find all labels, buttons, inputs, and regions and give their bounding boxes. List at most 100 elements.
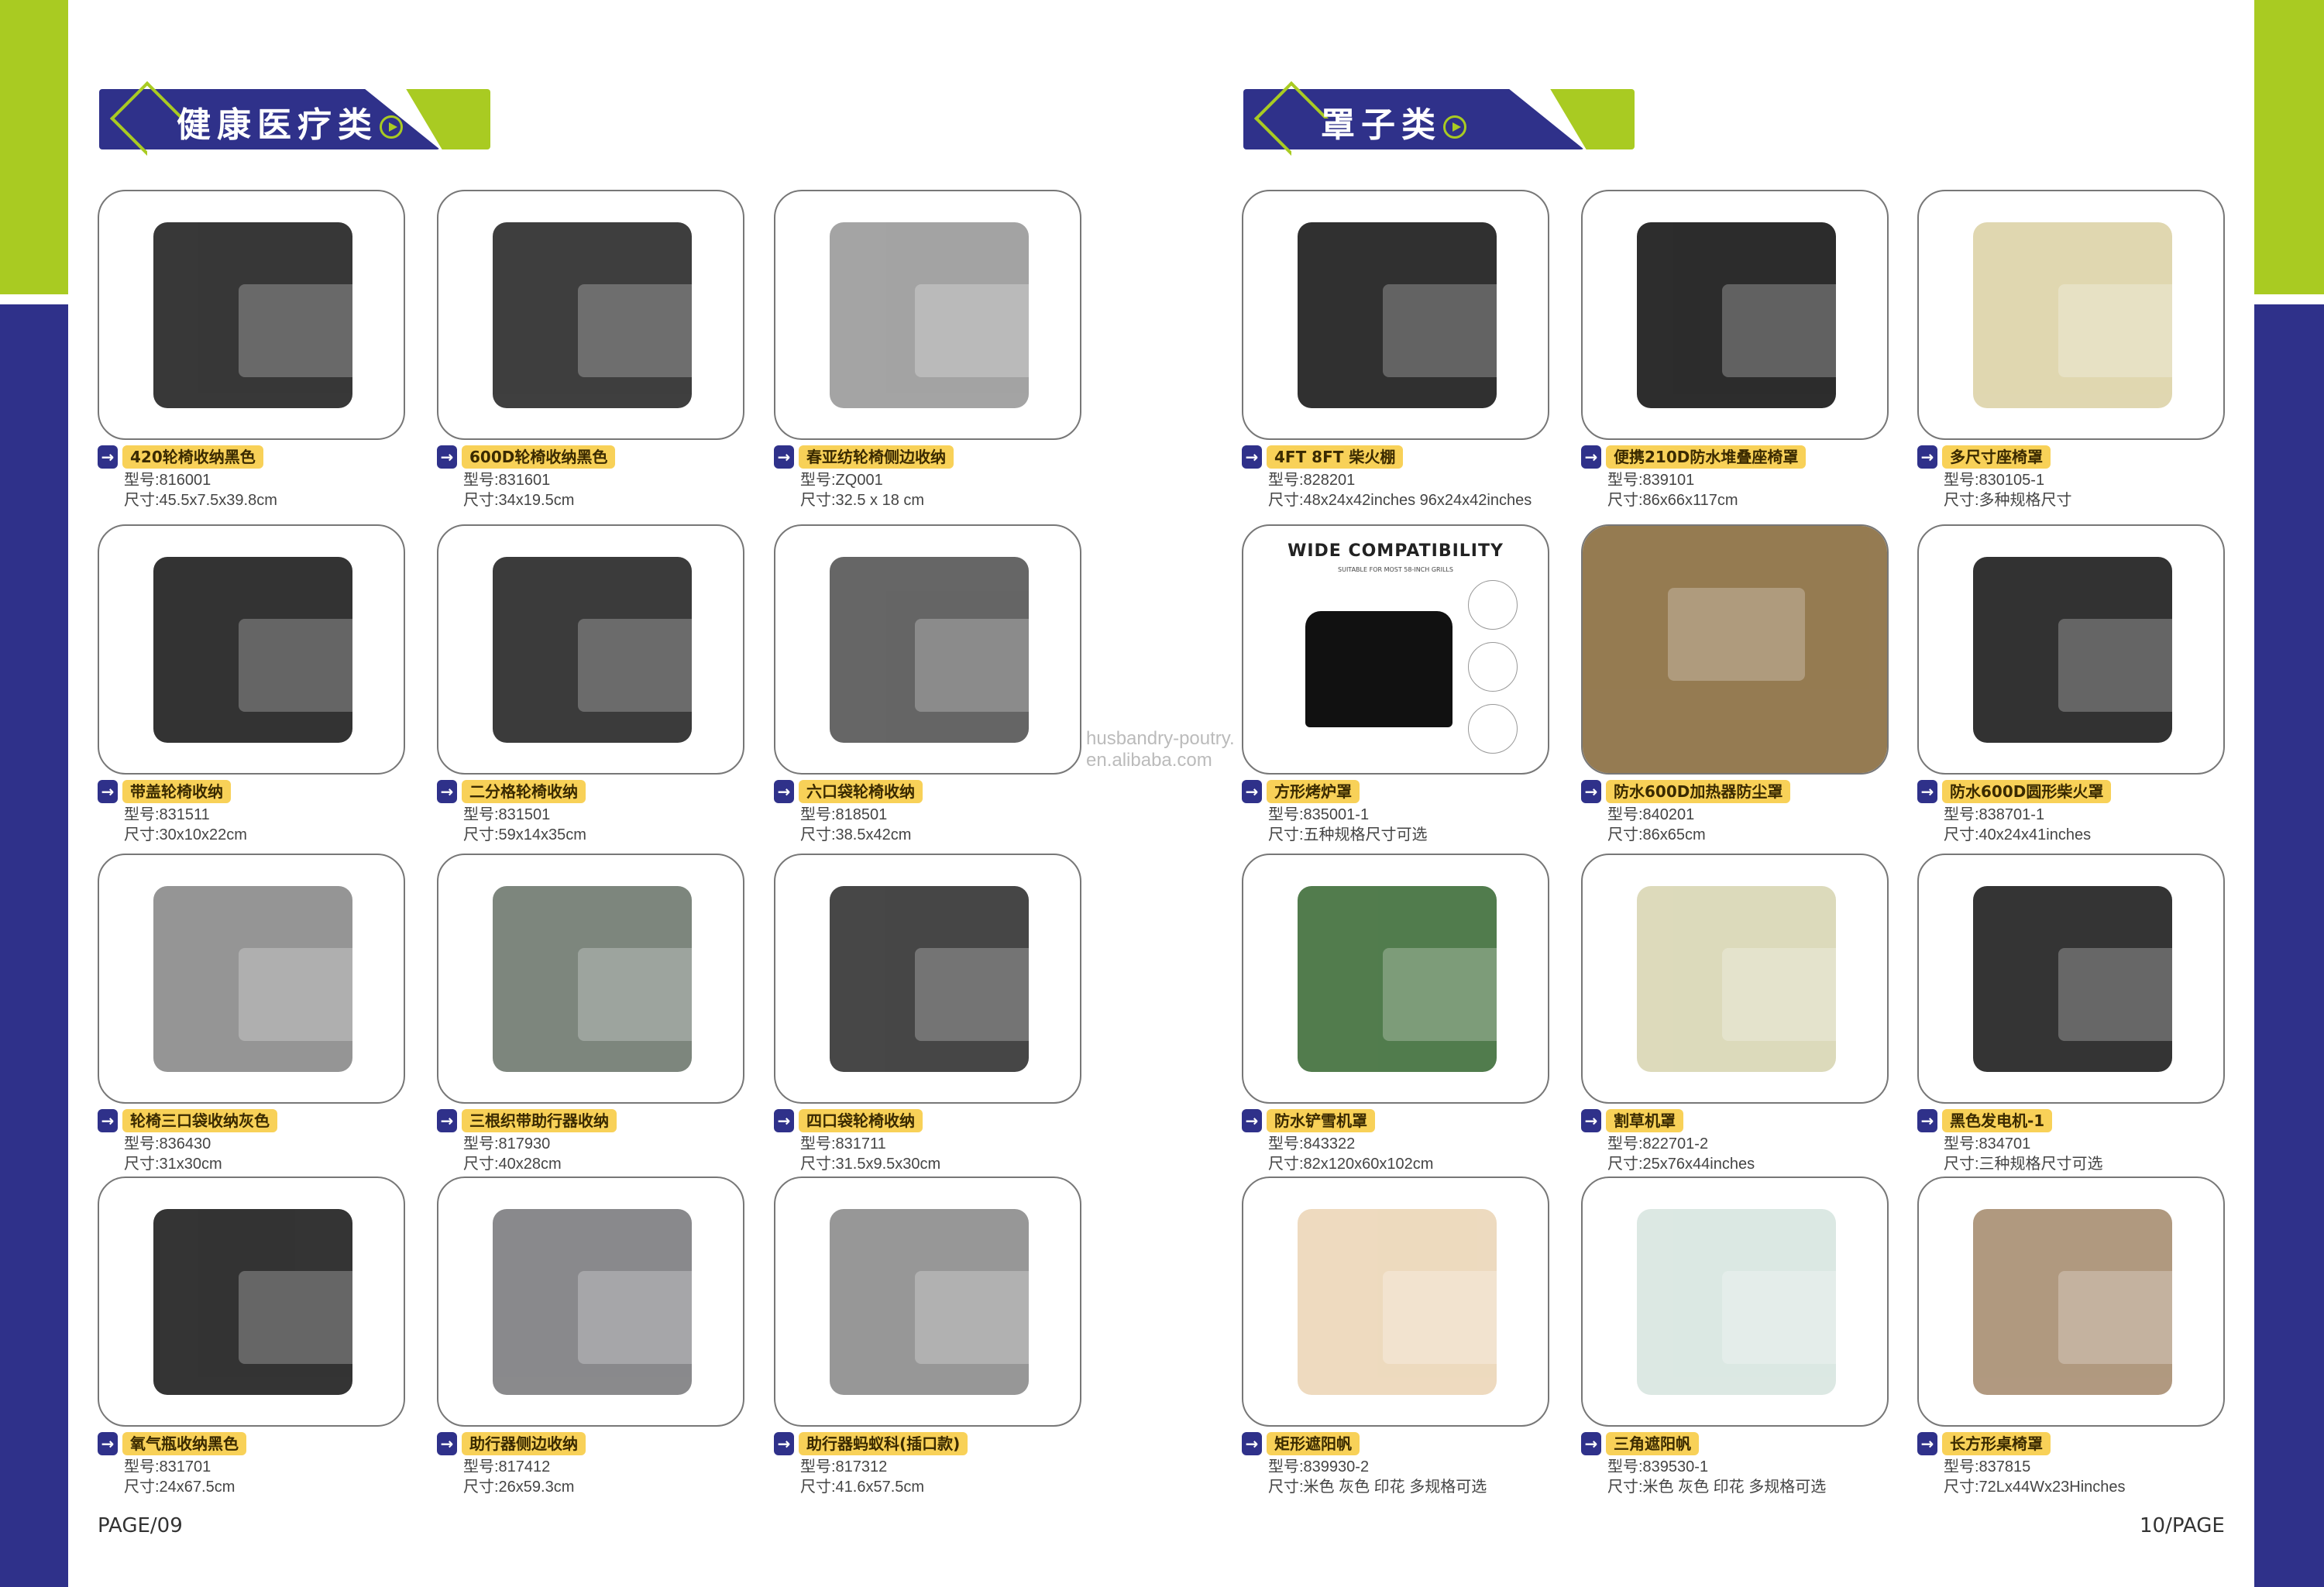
arrow-right-icon: → (1581, 1432, 1601, 1455)
product-model: 型号:840201 (1607, 806, 1695, 823)
product-name: 助行器侧边收纳 (462, 1432, 586, 1455)
product-card (437, 524, 744, 775)
product-size: 尺寸:40x24x41inches (1944, 826, 2092, 843)
product-size: 尺寸:24x67.5cm (124, 1479, 235, 1496)
product-model: 型号:830105-1 (1944, 472, 2045, 489)
right-green-bar (2254, 0, 2324, 294)
grill-icon (1468, 580, 1518, 630)
arrow-right-icon: → (1581, 445, 1601, 469)
product-image (493, 222, 715, 408)
product-info: 型号:830105-1 尺寸:多种规格尺寸 (1944, 470, 2072, 510)
product-model: 型号:822701-2 (1607, 1135, 1709, 1152)
product-size: 尺寸:31.5x9.5x30cm (800, 1156, 941, 1173)
product-size: 尺寸:多种规格尺寸 (1944, 492, 2072, 509)
product-info: 型号:817930 尺寸:40x28cm (463, 1134, 562, 1174)
product-name: 便携210D防水堆叠座椅罩 (1606, 445, 1807, 469)
product-image (830, 222, 1052, 408)
arrow-right-icon: → (1917, 1432, 1937, 1455)
product-name: 助行器蚂蚁科(插口款) (799, 1432, 968, 1455)
product-model: 型号:836430 (124, 1135, 211, 1152)
page-number-right: 10/PAGE (2140, 1514, 2225, 1537)
product-model: 型号:831701 (124, 1458, 211, 1475)
product-size: 尺寸:34x19.5cm (463, 492, 575, 509)
left-green-bar (0, 0, 68, 294)
product-size: 尺寸:86x66x117cm (1607, 492, 1738, 509)
product-label: →三角遮阳帆 (1581, 1432, 1699, 1455)
product-card (98, 1177, 405, 1427)
product-size: 尺寸:25x76x44inches (1607, 1156, 1755, 1173)
product-image (1305, 611, 1452, 727)
product-label: →方形烤炉罩 (1242, 780, 1360, 803)
product-model: 型号:828201 (1268, 472, 1356, 489)
product-model: 型号:838701-1 (1944, 806, 2045, 823)
product-name: 防水600D加热器防尘罩 (1606, 780, 1791, 803)
product-size: 尺寸:五种规格尺寸可选 (1268, 826, 1428, 843)
product-model: 型号:ZQ001 (800, 472, 883, 489)
product-model: 型号:831501 (463, 806, 551, 823)
product-label: →420轮椅收纳黑色 (98, 445, 263, 469)
product-size: 尺寸:30x10x22cm (124, 826, 247, 843)
watermark: husbandry-poutry.en.alibaba.com (1086, 728, 1235, 771)
grill-image-subtitle: SUITABLE FOR MOST 58-INCH GRILLS (1338, 566, 1453, 573)
product-card (1242, 190, 1549, 440)
product-image (830, 886, 1052, 1072)
arrow-right-icon: → (1242, 445, 1262, 469)
product-card (437, 190, 744, 440)
product-label: →长方形桌椅罩 (1917, 1432, 2051, 1455)
product-size: 尺寸:82x120x60x102cm (1268, 1156, 1434, 1173)
product-model: 型号:818501 (800, 806, 888, 823)
product-name: 黑色发电机-1 (1942, 1109, 2053, 1132)
product-name: 氧气瓶收纳黑色 (122, 1432, 246, 1455)
product-model: 型号:817930 (463, 1135, 551, 1152)
product-image (153, 886, 376, 1072)
arrow-right-icon: → (774, 1432, 794, 1455)
page-number-left: PAGE/09 (98, 1514, 183, 1537)
product-size: 尺寸:59x14x35cm (463, 826, 586, 843)
product-size: 尺寸:米色 灰色 印花 多规格可选 (1268, 1479, 1487, 1496)
arrow-right-icon: → (437, 1432, 457, 1455)
product-image (1973, 886, 2195, 1072)
product-label: →氧气瓶收纳黑色 (98, 1432, 246, 1455)
product-model: 型号:839930-2 (1268, 1458, 1370, 1475)
product-image (830, 557, 1052, 743)
product-card (98, 190, 405, 440)
grill-image-title: WIDE COMPATIBILITY (1287, 541, 1504, 561)
product-image (1973, 222, 2195, 408)
product-name: 三角遮阳帆 (1606, 1432, 1699, 1455)
section-header-covers: 罩子类 (1243, 81, 1635, 156)
product-name: 4FT 8FT 柴火棚 (1267, 445, 1404, 469)
product-label: →4FT 8FT 柴火棚 (1242, 445, 1404, 469)
product-label: →助行器蚂蚁科(插口款) (774, 1432, 968, 1455)
section-title: 罩子类 (1321, 105, 1442, 145)
product-card (1581, 524, 1889, 775)
product-name: 割草机罩 (1606, 1109, 1683, 1132)
product-model: 型号:831511 (124, 806, 210, 823)
arrow-right-icon: → (98, 1432, 118, 1455)
product-model: 型号:816001 (124, 472, 211, 489)
product-info: 型号:831501 尺寸:59x14x35cm (463, 805, 586, 845)
product-size: 尺寸:31x30cm (124, 1156, 222, 1173)
product-size: 尺寸:40x28cm (463, 1156, 562, 1173)
product-label: →三根织带助行器收纳 (437, 1109, 617, 1132)
product-card (1917, 524, 2225, 775)
product-name: 420轮椅收纳黑色 (122, 445, 263, 469)
product-image (1298, 1209, 1520, 1395)
product-size: 尺寸:38.5x42cm (800, 826, 912, 843)
arrow-right-icon: → (1917, 1109, 1937, 1132)
product-card (774, 1177, 1081, 1427)
product-card (1581, 854, 1889, 1104)
product-image (493, 1209, 715, 1395)
product-card (98, 854, 405, 1104)
product-label: →防水铲雪机罩 (1242, 1109, 1375, 1132)
product-label: →二分格轮椅收纳 (437, 780, 586, 803)
product-label: →六口袋轮椅收纳 (774, 780, 923, 803)
product-model: 型号:843322 (1268, 1135, 1356, 1152)
product-size: 尺寸:86x65cm (1607, 826, 1706, 843)
grill-icon (1468, 704, 1518, 754)
arrow-right-icon: → (1581, 780, 1601, 803)
